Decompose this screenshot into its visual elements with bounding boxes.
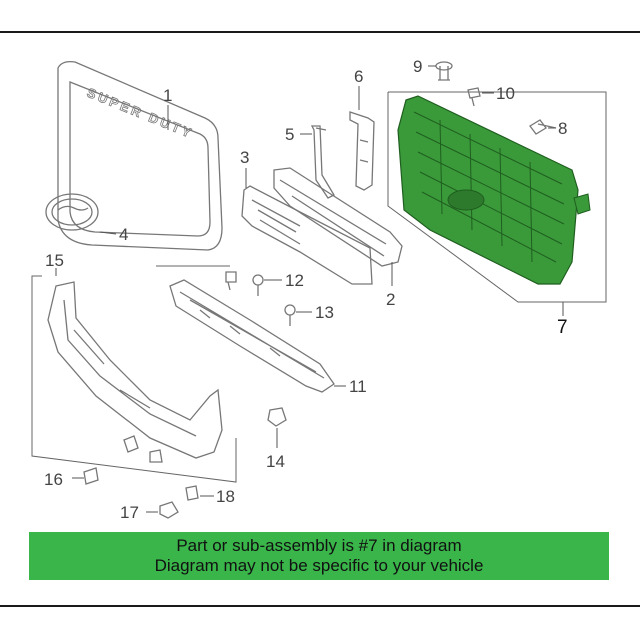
part-15-outline (31, 275, 237, 483)
callout-17: 17 (120, 503, 139, 522)
callout-9: 9 (413, 57, 422, 76)
bolt-12 (252, 274, 264, 296)
oval-emblem (45, 193, 99, 231)
banner-line-2: Diagram may not be specific to your vehi… (154, 556, 484, 575)
reinforcement-11 (169, 279, 335, 393)
clip-18 (185, 485, 199, 501)
bracket-6 (349, 111, 375, 191)
lower-support-15 (47, 281, 223, 463)
nut-17 (159, 501, 179, 519)
bolt-16 (83, 467, 99, 485)
lower-bar (241, 185, 373, 285)
callout-16: 16 (44, 470, 63, 489)
bolt-10 (467, 87, 481, 107)
callout-18: 18 (216, 487, 235, 506)
callout-15: 15 (45, 251, 64, 270)
callout-8: 8 (558, 119, 567, 138)
bolt-13 (284, 304, 296, 326)
top-border (0, 31, 640, 33)
upper-bar (273, 167, 403, 267)
grille-surround: SUPER DUTY (57, 60, 223, 251)
banner-line-1: Part or sub-assembly is #7 in diagram (176, 536, 462, 555)
callout-12: 12 (285, 271, 304, 290)
callout-13: 13 (315, 303, 334, 322)
emblem-lettering: SUPER DUTY (85, 85, 196, 142)
callout-7: 7 (557, 317, 568, 338)
callout-14: 14 (266, 452, 285, 471)
callout-10: 10 (496, 84, 515, 103)
bracket-5 (310, 125, 335, 199)
grille-assembly-highlighted (397, 95, 591, 285)
clip-12-left (225, 271, 237, 291)
callout-6: 6 (354, 67, 363, 86)
callout-4: 4 (119, 225, 128, 244)
callout-3: 3 (240, 148, 249, 167)
part-7-outline (387, 91, 607, 303)
bottom-border (0, 605, 640, 607)
callout-11: 11 (349, 377, 367, 396)
callout-5: 5 (285, 125, 294, 144)
callout-2: 2 (386, 290, 395, 309)
callout-1: 1 (163, 86, 172, 105)
clip-14 (267, 407, 287, 427)
clip-9 (435, 61, 453, 81)
screw-8 (529, 119, 557, 135)
info-banner: Part or sub-assembly is #7 in diagram Di… (29, 532, 609, 580)
